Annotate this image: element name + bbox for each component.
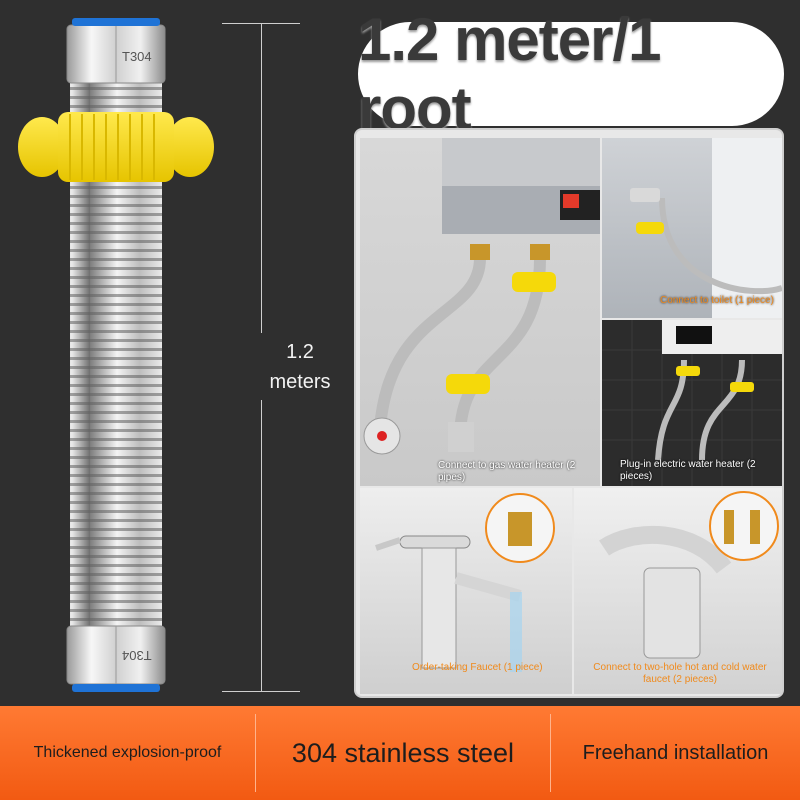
scene-toilet: Connect to toilet (1 piece) bbox=[602, 138, 782, 318]
gas-heater-image bbox=[363, 138, 600, 455]
feature-divider-2 bbox=[550, 714, 551, 792]
single-faucet-image bbox=[375, 493, 555, 672]
usage-scenes-panel: Connect to gas water heater (2 pipes) Co… bbox=[354, 128, 784, 698]
top-nut-label: T304 bbox=[122, 49, 152, 64]
measure-line-upper bbox=[261, 23, 262, 333]
caption-toilet: Connect to toilet (1 piece) bbox=[660, 295, 774, 306]
scene-gas-heater: Connect to gas water heater (2 pipes) bbox=[360, 138, 600, 486]
title-banner: 1.2 meter/1 root bbox=[358, 6, 784, 142]
caption-electric-heater: Plug-in electric water heater (2 pieces) bbox=[620, 459, 756, 482]
feature-freehand-install: Freehand installation bbox=[551, 706, 800, 800]
measure-line-lower bbox=[261, 400, 262, 691]
measure-bottom-tick bbox=[222, 691, 300, 692]
feature-bar: Thickened explosion-proof 304 stainless … bbox=[0, 706, 800, 800]
toilet-image bbox=[630, 138, 782, 318]
feature-stainless-steel-label: 304 stainless steel bbox=[291, 737, 515, 768]
length-label: 1.2 meters bbox=[269, 341, 331, 393]
scene-single-faucet: Order-taking Faucet (1 piece) bbox=[360, 488, 572, 694]
feature-freehand-install-label: Freehand installation bbox=[582, 741, 769, 764]
electric-heater-image bbox=[602, 320, 782, 486]
feature-explosion-proof-label: Thickened explosion-proof bbox=[33, 744, 222, 761]
two-hole-faucet-image bbox=[599, 491, 779, 659]
caption-single-faucet: Order-taking Faucet (1 piece) bbox=[412, 662, 543, 673]
stainless-hose-image bbox=[18, 18, 214, 692]
feature-divider-1 bbox=[255, 714, 256, 792]
scene-two-hole-faucet: Connect to two-hole hot and cold water f… bbox=[574, 488, 782, 694]
caption-two-hole-faucet: Connect to two-hole hot and cold water f… bbox=[593, 662, 767, 685]
feature-explosion-proof: Thickened explosion-proof bbox=[0, 706, 255, 800]
caption-gas-heater: Connect to gas water heater (2 pipes) bbox=[438, 460, 576, 483]
hose-illustration: T304 T304 bbox=[0, 0, 355, 700]
page-title: 1.2 meter/1 root bbox=[358, 6, 662, 142]
feature-stainless-steel: 304 stainless steel bbox=[256, 706, 550, 800]
scene-electric-heater: Plug-in electric water heater (2 pieces) bbox=[602, 320, 782, 486]
bottom-nut-label: T304 bbox=[122, 648, 152, 663]
